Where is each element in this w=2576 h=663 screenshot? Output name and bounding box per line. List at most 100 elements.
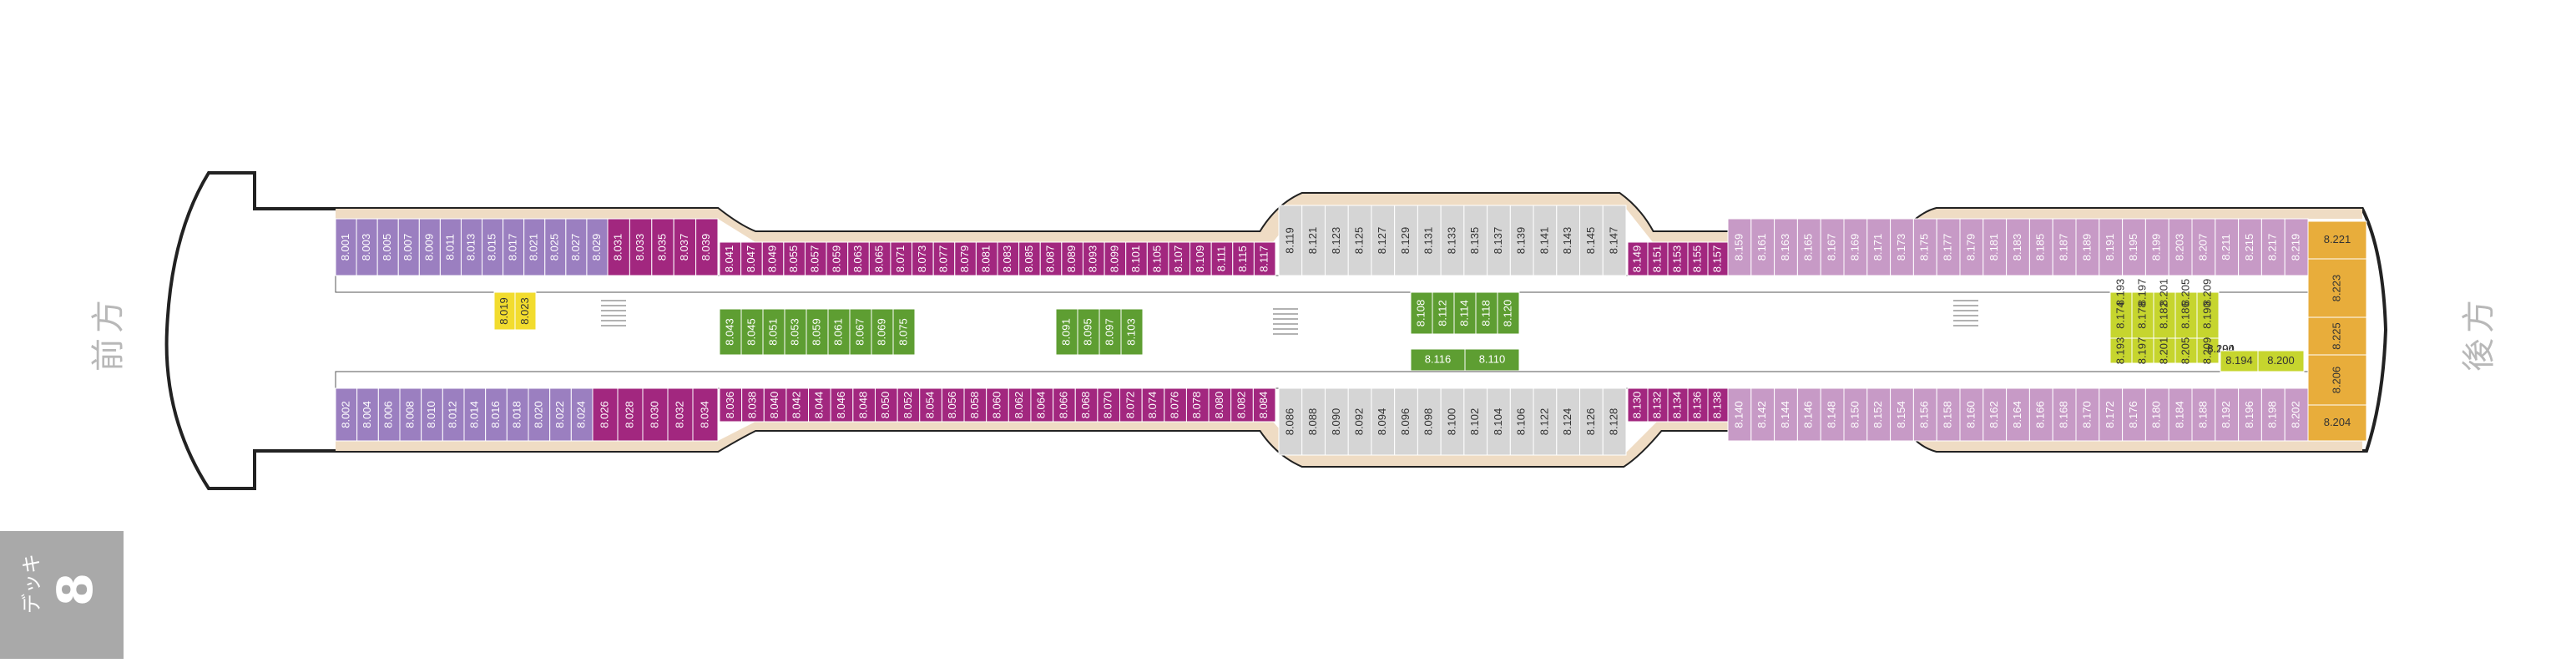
- cabin-8.120[interactable]: 8.120: [1498, 292, 1519, 334]
- cabin-8.001[interactable]: 8.001: [336, 219, 356, 276]
- cabin-8.145[interactable]: 8.145: [1580, 205, 1604, 276]
- cabin-8.020[interactable]: 8.020: [528, 388, 550, 441]
- cabin-8.118[interactable]: 8.118: [1476, 292, 1498, 334]
- cabin-8.031[interactable]: 8.031: [608, 219, 629, 276]
- cabin-8.022[interactable]: 8.022: [550, 388, 572, 441]
- cabin-8.007[interactable]: 8.007: [398, 219, 419, 276]
- cabin-8.079[interactable]: 8.079: [955, 242, 977, 276]
- cabin-8.042[interactable]: 8.042: [786, 388, 809, 422]
- cabin-8.043[interactable]: 8.043: [720, 309, 741, 355]
- cabin-8.054[interactable]: 8.054: [920, 388, 942, 422]
- cabin-8.181[interactable]: 8.181: [1983, 219, 2007, 276]
- cabin-8.112[interactable]: 8.112: [1432, 292, 1454, 334]
- cabin-8.140[interactable]: 8.140: [1728, 388, 1751, 441]
- cabin-8.193[interactable]: 8.193: [2110, 337, 2132, 365]
- cabin-8.025[interactable]: 8.025: [545, 219, 566, 276]
- cabin-8.161[interactable]: 8.161: [1751, 219, 1775, 276]
- cabin-8.168[interactable]: 8.168: [2053, 388, 2076, 441]
- cabin-8.098[interactable]: 8.098: [1417, 388, 1441, 455]
- cabin-8.196[interactable]: 8.196: [2239, 388, 2262, 441]
- cabin-8.114[interactable]: 8.114: [1454, 292, 1476, 334]
- cabin-8.090[interactable]: 8.090: [1325, 388, 1348, 455]
- cabin-8.126[interactable]: 8.126: [1580, 388, 1604, 455]
- cabin-8.155[interactable]: 8.155: [1688, 242, 1708, 276]
- cabin-8.185[interactable]: 8.185: [2029, 219, 2053, 276]
- cabin-8.102[interactable]: 8.102: [1464, 388, 1488, 455]
- cabin-8.207[interactable]: 8.207: [2192, 219, 2215, 276]
- cabin-8.127[interactable]: 8.127: [1371, 205, 1395, 276]
- cabin-8.053[interactable]: 8.053: [785, 309, 806, 355]
- cabin-8.087[interactable]: 8.087: [1040, 242, 1062, 276]
- cabin-8.154[interactable]: 8.154: [1891, 388, 1914, 441]
- cabin-8.173[interactable]: 8.173: [1891, 219, 1914, 276]
- cabin-8.049[interactable]: 8.049: [762, 242, 784, 276]
- cabin-8.156[interactable]: 8.156: [1913, 388, 1937, 441]
- cabin-8.096[interactable]: 8.096: [1395, 388, 1418, 455]
- cabin-8.068[interactable]: 8.068: [1075, 388, 1098, 422]
- cabin-8.057[interactable]: 8.057: [805, 242, 826, 276]
- cabin-8.133[interactable]: 8.133: [1441, 205, 1464, 276]
- cabin-8.100[interactable]: 8.100: [1441, 388, 1464, 455]
- cabin-8.030[interactable]: 8.030: [643, 388, 668, 441]
- cabin-8.129[interactable]: 8.129: [1395, 205, 1418, 276]
- cabin-8.012[interactable]: 8.012: [442, 388, 464, 441]
- cabin-8.202[interactable]: 8.202: [2285, 388, 2308, 441]
- cabin-8.051[interactable]: 8.051: [763, 309, 785, 355]
- cabin-8.076[interactable]: 8.076: [1164, 388, 1187, 422]
- cabin-8.037[interactable]: 8.037: [674, 219, 695, 276]
- cabin-8.122[interactable]: 8.122: [1533, 388, 1557, 455]
- cabin-8.021[interactable]: 8.021: [524, 219, 545, 276]
- cabin-8.063[interactable]: 8.063: [848, 242, 870, 276]
- cabin-8.116[interactable]: 8.116: [1411, 349, 1465, 371]
- cabin-8.151[interactable]: 8.151: [1648, 242, 1668, 276]
- cabin-8.141[interactable]: 8.141: [1533, 205, 1557, 276]
- cabin-8.084[interactable]: 8.084: [1253, 388, 1275, 422]
- cabin-8.119[interactable]: 8.119: [1279, 205, 1302, 276]
- cabin-8.010[interactable]: 8.010: [422, 388, 443, 441]
- cabin-8.109[interactable]: 8.109: [1190, 242, 1212, 276]
- cabin-8.091[interactable]: 8.091: [1056, 309, 1078, 355]
- cabin-8.047[interactable]: 8.047: [741, 242, 763, 276]
- cabin-8.152[interactable]: 8.152: [1867, 388, 1891, 441]
- cabin-8.080[interactable]: 8.080: [1209, 388, 1231, 422]
- cabin-8.006[interactable]: 8.006: [378, 388, 400, 441]
- cabin-8.067[interactable]: 8.067: [850, 309, 871, 355]
- cabin-8.117[interactable]: 8.117: [1254, 242, 1275, 276]
- cabin-8.060[interactable]: 8.060: [987, 388, 1009, 422]
- cabin-8.219[interactable]: 8.219: [2285, 219, 2308, 276]
- cabin-8.164[interactable]: 8.164: [2007, 388, 2030, 441]
- cabin-8.017[interactable]: 8.017: [503, 219, 524, 276]
- cabin-8.104[interactable]: 8.104: [1488, 388, 1511, 455]
- cabin-8.167[interactable]: 8.167: [1821, 219, 1844, 276]
- cabin-8.169[interactable]: 8.169: [1844, 219, 1867, 276]
- cabin-8.075[interactable]: 8.075: [893, 309, 915, 355]
- cabin-8.143[interactable]: 8.143: [1557, 205, 1580, 276]
- cabin-8.089[interactable]: 8.089: [1062, 242, 1083, 276]
- cabin-8.191[interactable]: 8.191: [2099, 219, 2123, 276]
- cabin-8.011[interactable]: 8.011: [440, 219, 461, 276]
- cabin-8.097[interactable]: 8.097: [1099, 309, 1121, 355]
- cabin-8.029[interactable]: 8.029: [587, 219, 608, 276]
- cabin-8.062[interactable]: 8.062: [1008, 388, 1031, 422]
- cabin-8.197[interactable]: 8.197: [2132, 337, 2154, 365]
- cabin-8.074[interactable]: 8.074: [1142, 388, 1164, 422]
- cabin-8.217[interactable]: 8.217: [2261, 219, 2285, 276]
- cabin-8.039[interactable]: 8.039: [696, 219, 718, 276]
- cabin-8.044[interactable]: 8.044: [809, 388, 831, 422]
- cabin-8.157[interactable]: 8.157: [1708, 242, 1728, 276]
- cabin-8.144[interactable]: 8.144: [1775, 388, 1798, 441]
- cabin-8.163[interactable]: 8.163: [1775, 219, 1798, 276]
- cabin-8.204[interactable]: 8.204: [2308, 405, 2366, 441]
- cabin-8.160[interactable]: 8.160: [1960, 388, 1983, 441]
- cabin-8.033[interactable]: 8.033: [629, 219, 651, 276]
- cabin-8.095[interactable]: 8.095: [1078, 309, 1099, 355]
- cabin-8.148[interactable]: 8.148: [1821, 388, 1844, 441]
- cabin-8.203[interactable]: 8.203: [2169, 219, 2192, 276]
- cabin-8.093[interactable]: 8.093: [1083, 242, 1104, 276]
- cabin-8.082[interactable]: 8.082: [1231, 388, 1254, 422]
- cabin-8.194[interactable]: 8.194: [2220, 351, 2258, 372]
- cabin-8.124[interactable]: 8.124: [1557, 388, 1580, 455]
- cabin-8.072[interactable]: 8.072: [1120, 388, 1143, 422]
- cabin-8.038[interactable]: 8.038: [742, 388, 765, 422]
- cabin-8.034[interactable]: 8.034: [693, 388, 718, 441]
